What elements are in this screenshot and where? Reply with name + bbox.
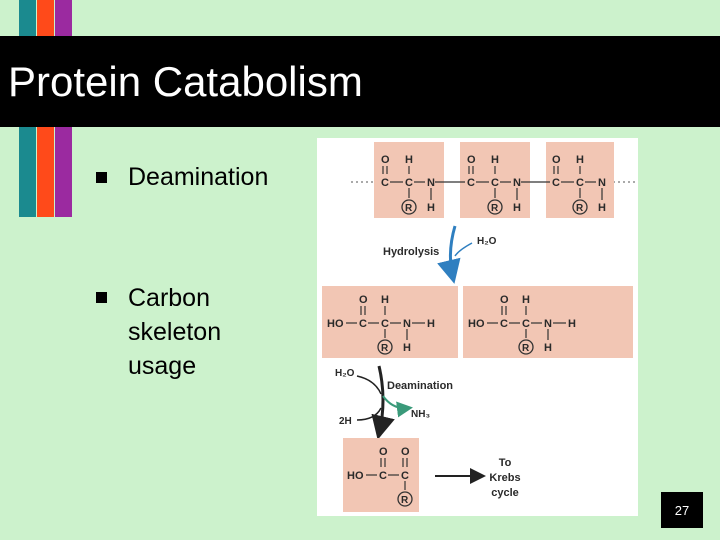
svg-text:O: O xyxy=(552,154,561,166)
bullet-deamination: Deamination xyxy=(128,163,269,191)
svg-text:R: R xyxy=(491,203,499,214)
title-bar: Protein Catabolism xyxy=(0,36,720,127)
svg-text:H: H xyxy=(522,294,530,306)
svg-text:N: N xyxy=(403,318,411,330)
hydrolysis-label: Hydrolysis xyxy=(383,246,439,258)
svg-text:C: C xyxy=(522,318,530,330)
svg-text:C: C xyxy=(576,177,584,189)
two-h-label: 2H xyxy=(339,416,352,427)
hydrolysis-arrow xyxy=(437,225,473,284)
svg-text:To: To xyxy=(499,457,512,469)
page-number: 27 xyxy=(661,492,703,528)
bullet-marker xyxy=(96,292,107,303)
svg-text:H: H xyxy=(491,154,499,166)
amino-acid-residue xyxy=(460,142,530,218)
svg-text:N: N xyxy=(427,177,435,189)
amino-acid xyxy=(322,286,458,358)
svg-text:O: O xyxy=(401,446,410,458)
svg-text:R: R xyxy=(522,343,530,354)
ammonia-label: NH₃ xyxy=(411,409,430,420)
svg-text:N: N xyxy=(544,318,552,330)
deamination-arrow xyxy=(356,365,413,440)
stripe-teal-bottom xyxy=(19,127,36,217)
svg-text:C: C xyxy=(491,177,499,189)
svg-text:N: N xyxy=(598,177,606,189)
svg-text:C: C xyxy=(381,177,389,189)
carbon-skeleton: O O HO C C R xyxy=(343,438,419,512)
svg-text:R: R xyxy=(381,343,389,354)
svg-text:O: O xyxy=(500,294,509,306)
polypeptide-chain: O H C C N H O H C C N H O H C C N H xyxy=(351,142,638,218)
svg-text:H: H xyxy=(544,342,552,354)
svg-text:R: R xyxy=(576,203,584,214)
figure-svg: O H C C N H O H C C N H O H C C N H xyxy=(322,142,638,512)
keto-acid xyxy=(343,438,419,512)
svg-text:C: C xyxy=(552,177,560,189)
svg-text:cycle: cycle xyxy=(491,487,519,499)
svg-text:HO: HO xyxy=(468,318,485,330)
svg-text:H: H xyxy=(568,318,576,330)
svg-text:HO: HO xyxy=(327,318,344,330)
slide-title: Protein Catabolism xyxy=(8,58,363,105)
svg-text:C: C xyxy=(467,177,475,189)
svg-text:C: C xyxy=(405,177,413,189)
svg-text:R: R xyxy=(405,203,413,214)
svg-text:H: H xyxy=(427,202,435,214)
svg-text:O: O xyxy=(467,154,476,166)
svg-text:H: H xyxy=(513,202,521,214)
svg-text:Krebs: Krebs xyxy=(489,472,520,484)
r-group-icon xyxy=(397,491,413,507)
svg-text:C: C xyxy=(500,318,508,330)
svg-text:C: C xyxy=(359,318,367,330)
svg-text:HO: HO xyxy=(347,470,364,482)
r-group-icon xyxy=(401,199,588,215)
svg-text:C: C xyxy=(381,318,389,330)
amino-acid xyxy=(463,286,633,358)
water-label: H₂O xyxy=(477,236,497,247)
bullet-marker xyxy=(96,172,107,183)
svg-text:R: R xyxy=(401,495,409,506)
svg-text:H: H xyxy=(598,202,606,214)
stripe-purple-bottom xyxy=(55,127,72,217)
stripe-teal-top xyxy=(19,0,36,36)
svg-text:O: O xyxy=(379,446,388,458)
deamination-label: Deamination xyxy=(387,380,453,392)
bullet-line: usage xyxy=(128,352,197,380)
bullet-carbon-skeleton: Carbon skeleton usage xyxy=(128,281,221,383)
stripe-purple-top xyxy=(55,0,72,36)
stripe-orange-top xyxy=(37,0,54,36)
r-group-icon xyxy=(377,339,534,355)
svg-text:H: H xyxy=(381,294,389,306)
svg-text:O: O xyxy=(359,294,368,306)
svg-text:C: C xyxy=(379,470,387,482)
svg-text:O: O xyxy=(381,154,390,166)
svg-text:H: H xyxy=(405,154,413,166)
protein-catabolism-figure: O H C C N H O H C C N H O H C C N H xyxy=(317,138,638,516)
water-label-2: H₂O xyxy=(335,368,355,379)
stripe-orange-bottom xyxy=(37,127,54,217)
svg-text:H: H xyxy=(576,154,584,166)
amino-acid-residue xyxy=(374,142,444,218)
amino-acid-residue xyxy=(546,142,614,218)
bullet-line: skeleton xyxy=(128,318,222,346)
svg-text:H: H xyxy=(403,342,411,354)
svg-text:H: H xyxy=(427,318,435,330)
svg-text:C: C xyxy=(401,470,409,482)
bullet-line: Carbon xyxy=(128,284,210,312)
svg-text:N: N xyxy=(513,177,521,189)
to-krebs-label: To Krebs cycle xyxy=(489,457,520,499)
